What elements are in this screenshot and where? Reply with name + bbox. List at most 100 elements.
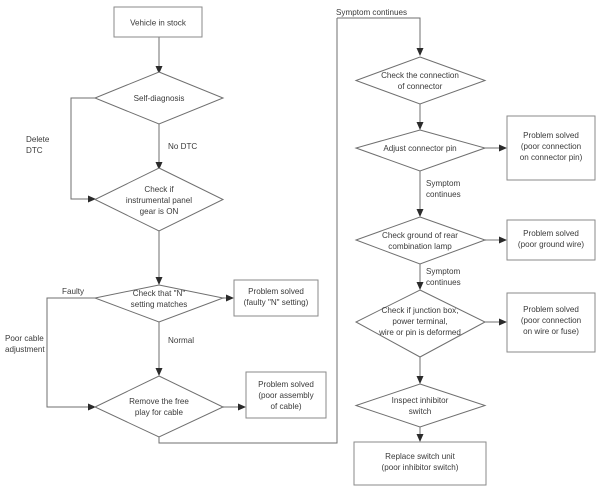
node-replace-switch-unit[interactable]: Replace switch unit (poor inhibitor swit… [353, 441, 487, 486]
solved-cable-line1: Problem solved [258, 380, 314, 389]
node-check-connection-connector[interactable]: Check the connection of connector [354, 56, 487, 105]
check-ground-line1: Check ground of rear [382, 231, 458, 240]
delete-dtc-line1: Delete [26, 135, 50, 144]
node-adjust-connector-pin[interactable]: Adjust connector pin [354, 129, 487, 172]
edge-label-delete-dtc: Delete DTC [26, 135, 50, 155]
symptom-1-line1: Symptom [426, 179, 460, 188]
check-connection-line2: of connector [398, 82, 443, 91]
node-self-diagnosis[interactable]: Self-diagnosis [93, 71, 225, 125]
inspect-inhibitor-line2: switch [409, 407, 432, 416]
vehicle-in-stock-box [113, 6, 203, 38]
edge-label-no-dtc: No DTC [168, 142, 197, 151]
arrowhead-inhibitor [416, 376, 424, 384]
arrowhead-solved-ground [499, 236, 507, 244]
solved-ground-line1: Problem solved [523, 229, 579, 238]
node-check-ground-lamp[interactable]: Check ground of rear combination lamp [354, 216, 487, 265]
node-remove-free-play[interactable]: Remove the free play for cable [93, 375, 225, 438]
arrowhead-selfdiag [155, 66, 163, 74]
check-junction-line2: power terminal, [392, 317, 447, 326]
node-vehicle-in-stock[interactable]: Vehicle in stock [113, 6, 203, 38]
connectors-right [337, 17, 507, 442]
solved-ground-wire-box [506, 219, 596, 261]
symptom-2-line2: continues [426, 278, 461, 287]
edge-delete-dtc-loop [70, 97, 95, 200]
edge-label-symptom-continues-top: Symptom continues [336, 8, 407, 17]
edge-label-poor-cable-adjustment: Poor cable adjustment [5, 334, 45, 354]
remove-free-play-diamond [93, 375, 225, 438]
solved-ground-line2: (poor ground wire) [518, 240, 584, 249]
solved-fuse-line2: (poor connection [521, 316, 581, 325]
check-n-setting-line1: Check that "N" [133, 289, 186, 298]
solved-pin-line1: Problem solved [523, 131, 579, 140]
solved-n-setting-box [233, 279, 319, 317]
arrowhead-faulty-loop [88, 403, 96, 411]
self-diagnosis-diamond [93, 71, 225, 125]
check-instrumental-panel-diamond [93, 167, 225, 232]
adjust-connector-pin-diamond [354, 129, 487, 172]
self-diagnosis-label: Self-diagnosis [134, 94, 185, 103]
arrowhead-delete-dtc [88, 195, 96, 203]
node-check-junction-box[interactable]: Check if junction box, power terminal, w… [354, 289, 487, 358]
arrowhead-nsetting [155, 277, 163, 285]
symptom-1-line2: continues [426, 190, 461, 199]
solved-wire-fuse-box [506, 292, 596, 353]
connectors-left [46, 18, 338, 444]
solved-fuse-line1: Problem solved [523, 305, 579, 314]
arrowhead-solved-pin [499, 144, 507, 152]
solved-cable-line3: of cable) [270, 402, 301, 411]
check-panel-line2: instrumental panel [126, 196, 192, 205]
edge-label-normal: Normal [168, 336, 194, 345]
check-junction-line1: Check if junction box, [382, 306, 459, 315]
replace-switch-unit-box [353, 441, 487, 486]
node-solved-connector-pin[interactable]: Problem solved (poor connection on conne… [506, 115, 596, 181]
check-ground-line2: combination lamp [388, 242, 452, 251]
edge-label-faulty: Faulty [62, 287, 85, 296]
arrowhead-solved-nsetting [226, 294, 234, 302]
inspect-inhibitor-switch-diamond [354, 383, 487, 428]
vehicle-in-stock-label: Vehicle in stock [130, 19, 187, 28]
node-solved-cable-assembly[interactable]: Problem solved (poor assembly of cable) [245, 371, 327, 419]
arrowhead-adjust-pin [416, 122, 424, 130]
arrowhead-cable [155, 368, 163, 376]
check-n-setting-diamond [93, 284, 225, 323]
arrowhead-replace-unit [416, 434, 424, 442]
poor-cable-line2: adjustment [5, 345, 45, 354]
check-connection-diamond [354, 56, 487, 105]
node-solved-wire-fuse[interactable]: Problem solved (poor connection on wire … [506, 292, 596, 353]
arrowhead-connector-check [416, 48, 424, 56]
arrowhead-solved-cable [238, 403, 246, 411]
solved-n-setting-line1: Problem solved [248, 287, 304, 296]
node-inspect-inhibitor-switch[interactable]: Inspect inhibitor switch [354, 383, 487, 428]
arrowhead-panel [155, 162, 163, 170]
node-solved-n-setting[interactable]: Problem solved (faulty "N" setting) [233, 279, 319, 317]
edge-label-symptom-continues-2: Symptom continues [426, 267, 461, 287]
edge-label-symptom-continues-1: Symptom continues [426, 179, 461, 199]
solved-fuse-line3: on wire or fuse) [523, 327, 579, 336]
poor-cable-line1: Poor cable [5, 334, 44, 343]
arrowhead-junction-check [416, 282, 424, 290]
solved-cable-assembly-box [245, 371, 327, 419]
node-check-instrumental-panel[interactable]: Check if instrumental panel gear is ON [93, 167, 225, 232]
check-junction-box-diamond [354, 289, 487, 358]
delete-dtc-line2: DTC [26, 146, 43, 155]
node-solved-ground-wire[interactable]: Problem solved (poor ground wire) [506, 219, 596, 261]
remove-free-play-line1: Remove the free [129, 397, 189, 406]
solved-pin-line3: on connector pin) [520, 153, 583, 162]
node-check-n-setting[interactable]: Check that "N" setting matches [93, 284, 225, 323]
remove-free-play-line2: play for cable [135, 408, 184, 417]
check-panel-line3: gear is ON [140, 207, 179, 216]
adjust-connector-pin-label: Adjust connector pin [383, 144, 456, 153]
arrowhead-ground-check [416, 209, 424, 217]
check-n-setting-line2: setting matches [131, 300, 188, 309]
check-connection-line1: Check the connection [381, 71, 459, 80]
check-junction-line3: wire or pin is deformed [378, 328, 461, 337]
solved-n-setting-line2: (faulty "N" setting) [244, 298, 309, 307]
solved-cable-line2: (poor assembly [258, 391, 314, 400]
symptom-2-line1: Symptom [426, 267, 460, 276]
edge-faulty-loop [46, 297, 95, 408]
replace-switch-line1: Replace switch unit [385, 452, 455, 461]
inspect-inhibitor-line1: Inspect inhibitor [392, 396, 449, 405]
edge-bottom-transfer [158, 18, 338, 444]
solved-pin-line2: (poor connection [521, 142, 581, 151]
